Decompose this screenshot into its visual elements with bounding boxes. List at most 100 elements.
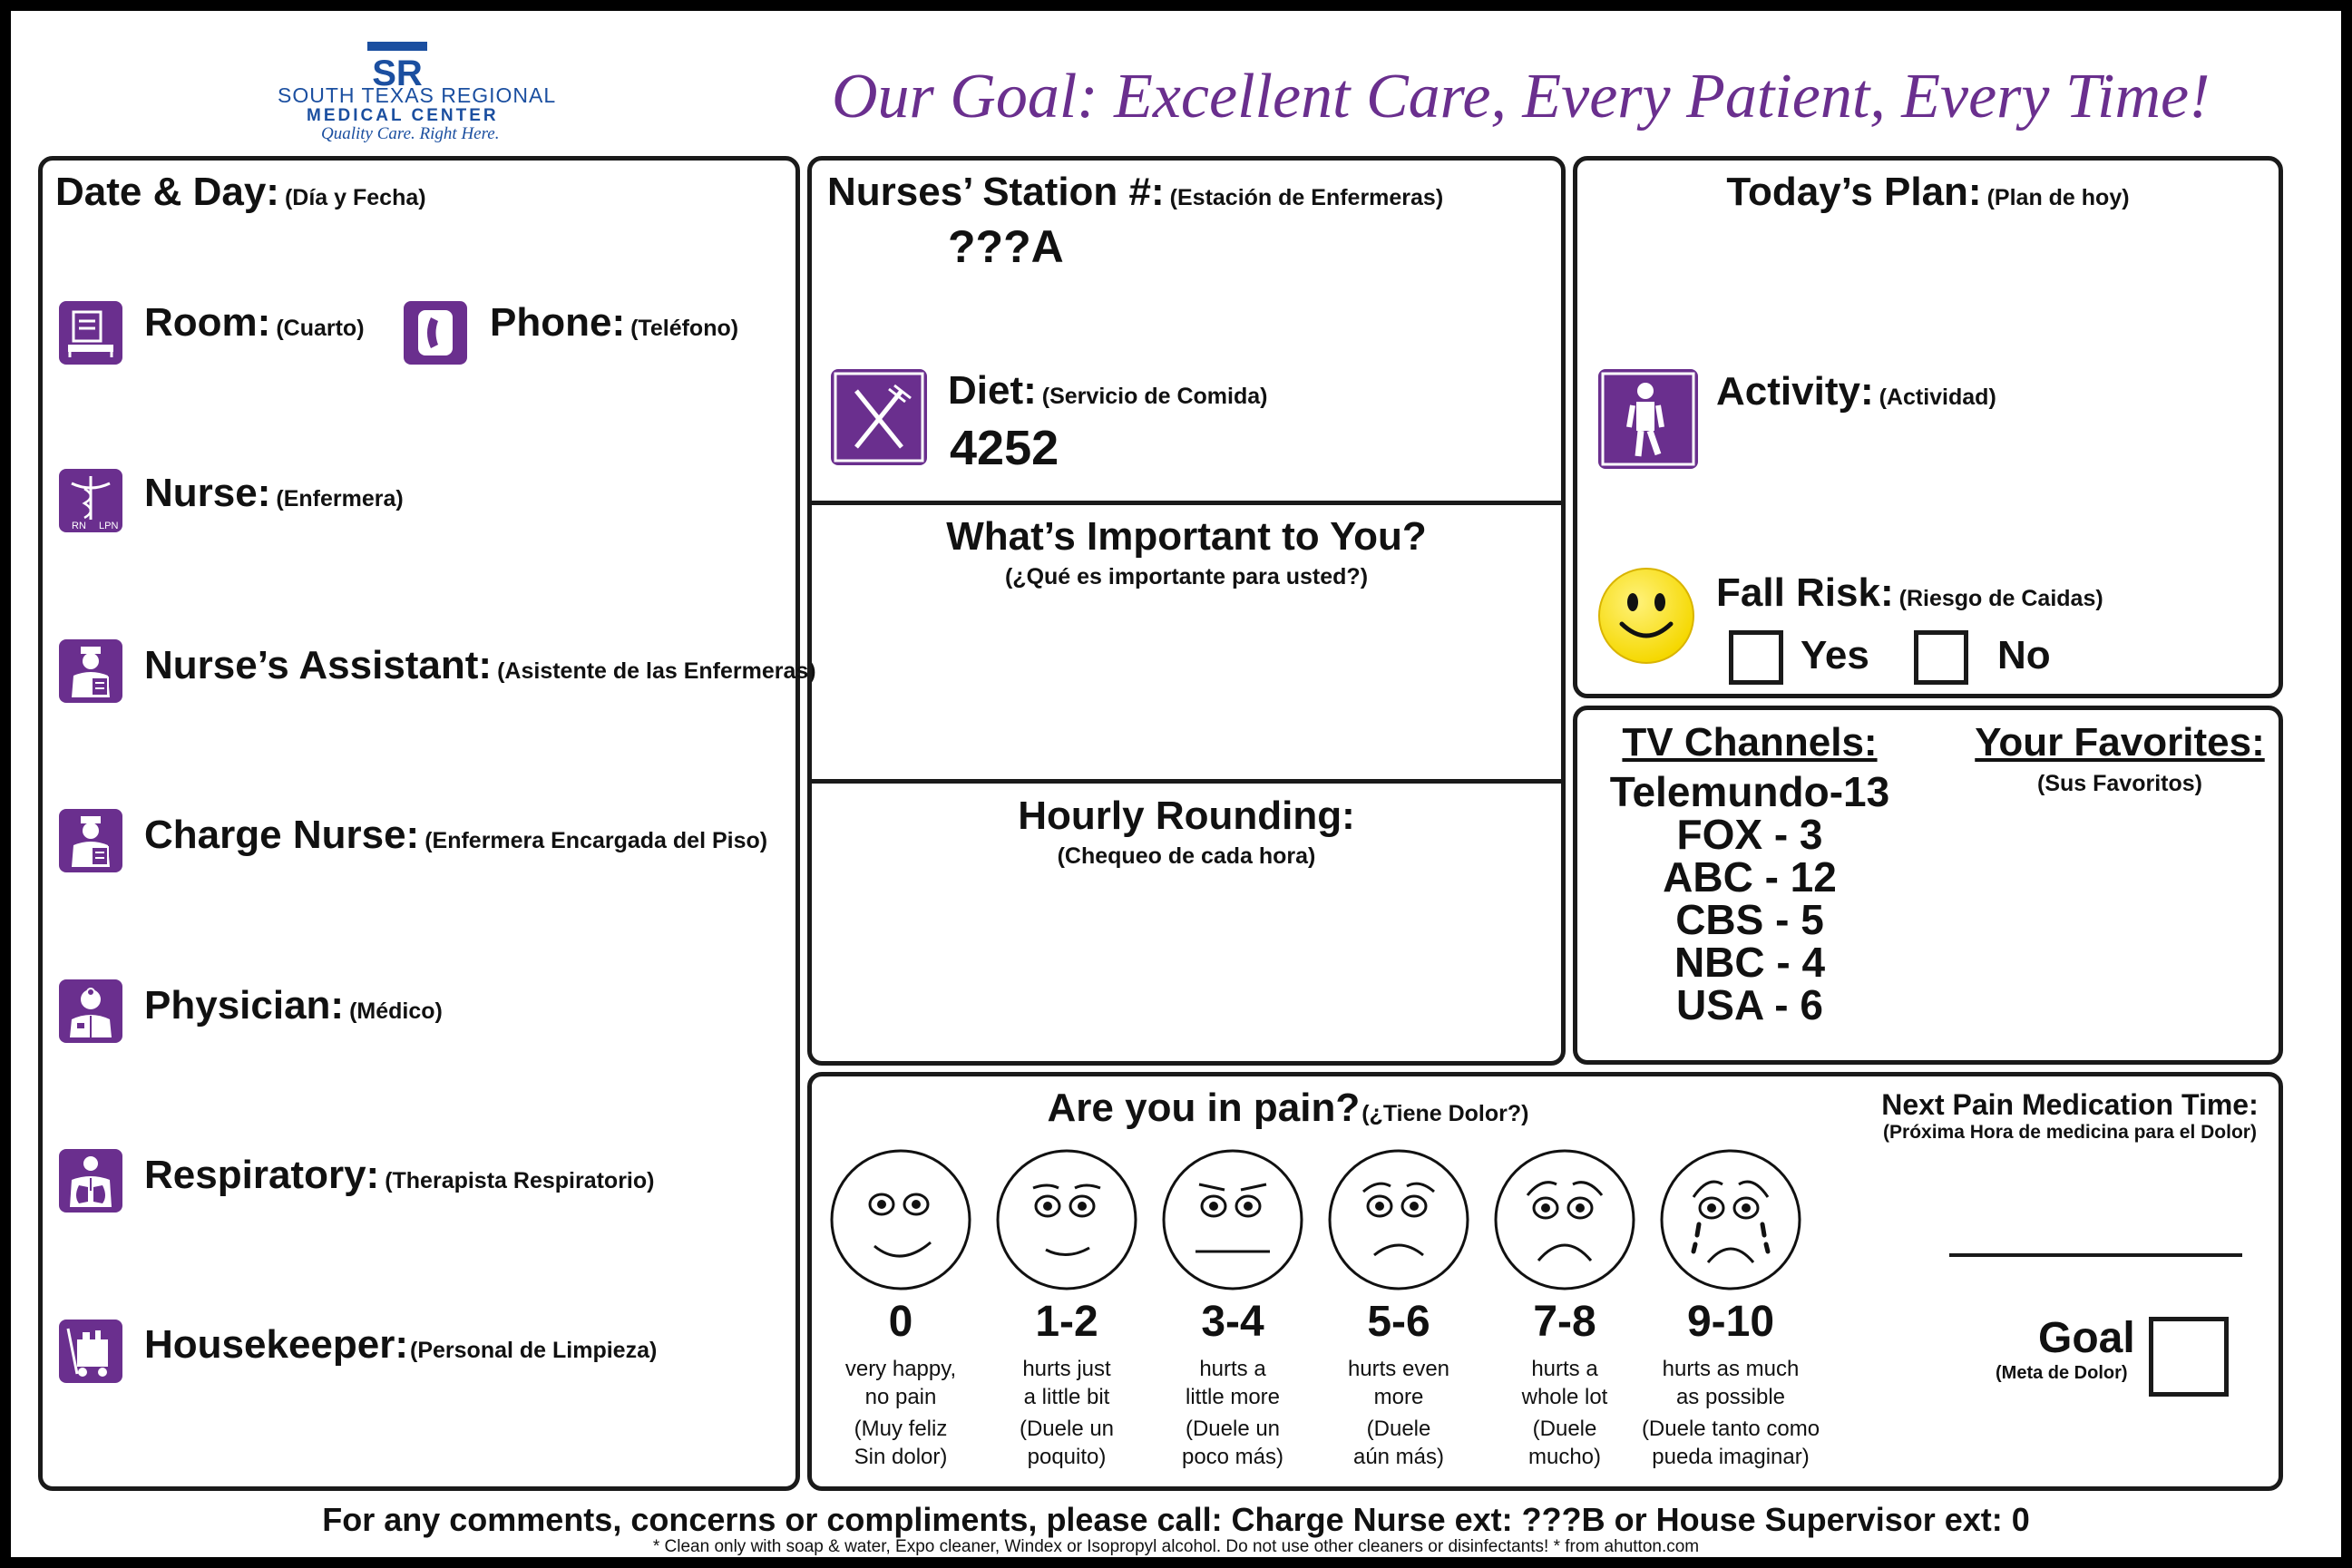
pain-desc-es-2: Sin dolor) bbox=[854, 1445, 948, 1469]
pain-desc-es-1: (Muy feliz bbox=[854, 1417, 948, 1441]
logo-tagline: Quality Care. Right Here. bbox=[321, 124, 500, 143]
nurses-station-field: Nurses’ Station #:(Estación de Enfermera… bbox=[827, 172, 1443, 212]
tv-channels-panel bbox=[1573, 706, 2283, 1065]
physician-field: Physician:(Médico) bbox=[144, 986, 443, 1026]
pain-level-number: 1-2 bbox=[1035, 1298, 1098, 1346]
goal-banner: Our Goal: Excellent Care, Every Patient,… bbox=[832, 62, 2210, 131]
respiratory-sub: (Therapista Respiratorio) bbox=[385, 1168, 655, 1193]
pain-desc-es-2: mucho) bbox=[1527, 1445, 1602, 1469]
pain-goal-sub: (Meta de Dolor) bbox=[1996, 1363, 2128, 1383]
nurses-station-label: Nurses’ Station #: bbox=[827, 170, 1165, 214]
next-pain-med-line bbox=[1949, 1253, 2242, 1257]
smiley-face-icon bbox=[1598, 568, 1694, 664]
pain-goal-box[interactable] bbox=[2149, 1317, 2229, 1397]
pain-desc-es-1: (Duele un bbox=[1019, 1417, 1115, 1441]
housekeeper-sub: (Personal de Limpieza) bbox=[410, 1338, 658, 1363]
pain-desc-en-1: hurts even bbox=[1347, 1357, 1450, 1381]
logo-line-2: MEDICAL CENTER bbox=[307, 106, 499, 125]
fall-risk-yes-checkbox[interactable] bbox=[1729, 630, 1783, 685]
diet-label: Diet: bbox=[948, 368, 1037, 413]
pain-level-number: 5-6 bbox=[1367, 1298, 1430, 1346]
pain-face-3-4-icon bbox=[1162, 1149, 1303, 1290]
date-day-label: Date & Day: bbox=[55, 170, 279, 214]
room-field: Room:(Cuarto) bbox=[144, 303, 365, 343]
nurse-label: Nurse: bbox=[144, 471, 271, 515]
physician-label: Physician: bbox=[144, 983, 345, 1027]
housekeeper-field: Housekeeper:(Personal de Limpieza) bbox=[144, 1325, 657, 1365]
your-favorites-sub: (Sus Favoritos) bbox=[2037, 771, 2202, 796]
activity-label: Activity: bbox=[1716, 369, 1874, 414]
hourly-rounding-title: Hourly Rounding: bbox=[1018, 794, 1355, 838]
activity-field: Activity:(Actividad) bbox=[1716, 372, 1996, 412]
footer-cleaning-note: * Clean only with soap & water, Expo cle… bbox=[652, 1537, 1700, 1556]
fall-risk-no-checkbox[interactable] bbox=[1914, 630, 1968, 685]
tv-channel-item: NBC - 4 bbox=[1674, 939, 1826, 986]
physician-sub: (Médico) bbox=[349, 998, 443, 1024]
nurses-assistant-icon bbox=[59, 639, 122, 703]
todays-plan-sub: (Plan de hoy) bbox=[1986, 185, 2130, 210]
hospital-bed-icon bbox=[59, 301, 122, 365]
pain-desc-en-2: as possible bbox=[1675, 1385, 1786, 1409]
station-diet-panel bbox=[807, 156, 1566, 1066]
your-favorites-title: Your Favorites: bbox=[1975, 720, 2265, 765]
pain-level-description: hurts as much as possible (Duele tanto c… bbox=[1640, 1355, 1821, 1471]
room-label: Room: bbox=[144, 300, 271, 345]
fall-risk-label: Fall Risk: bbox=[1716, 570, 1894, 615]
str-logo-mark-icon: SR bbox=[367, 42, 427, 91]
whats-important-sub: (¿Qué es importante para usted?) bbox=[1004, 564, 1369, 589]
divider bbox=[809, 779, 1564, 784]
pain-level-number: 3-4 bbox=[1201, 1298, 1264, 1346]
charge-nurse-icon bbox=[59, 809, 122, 872]
patient-care-team-panel bbox=[38, 156, 800, 1491]
cleaning-cart-icon bbox=[59, 1320, 122, 1383]
pain-desc-en-1: hurts as much bbox=[1662, 1357, 1800, 1381]
pain-desc-en-1: hurts just bbox=[1022, 1357, 1111, 1381]
pain-level-number: 0 bbox=[888, 1298, 913, 1346]
pain-face-5-6-icon bbox=[1328, 1149, 1469, 1290]
fall-risk-no-label: No bbox=[1997, 633, 2051, 677]
diet-field: Diet:(Servicio de Comida) bbox=[948, 371, 1267, 411]
pain-goal-label: Goal bbox=[2038, 1314, 2135, 1362]
pain-desc-es-1: (Duele bbox=[1366, 1417, 1431, 1441]
todays-plan-label: Today’s Plan: bbox=[1726, 170, 1982, 214]
logo-line-1: SOUTH TEXAS REGIONAL bbox=[278, 83, 557, 107]
pain-desc-en-1: hurts a bbox=[1199, 1357, 1266, 1381]
pain-desc-es-2: poco más) bbox=[1181, 1445, 1284, 1469]
pain-level-number: 9-10 bbox=[1686, 1298, 1775, 1346]
phone-sub: (Teléfono) bbox=[630, 316, 739, 341]
fall-risk-yes-label: Yes bbox=[1801, 633, 1869, 677]
nurses-station-value: ???A bbox=[948, 221, 1064, 272]
next-pain-med-title: Next Pain Medication Time: bbox=[1881, 1088, 2259, 1121]
tv-channel-item: CBS - 5 bbox=[1675, 896, 1824, 943]
fall-risk-field: Fall Risk:(Riesgo de Caidas) bbox=[1716, 573, 2103, 613]
pain-title: Are you in pain? bbox=[1047, 1086, 1361, 1130]
respiratory-field: Respiratory:(Therapista Respiratorio) bbox=[144, 1155, 654, 1195]
nurses-assistant-field: Nurse’s Assistant:(Asistente de las Enfe… bbox=[144, 646, 816, 686]
pain-face-1-2-icon bbox=[996, 1149, 1137, 1290]
pain-face-9-10-icon bbox=[1660, 1149, 1801, 1290]
pain-face-0-icon bbox=[830, 1149, 971, 1290]
phone-icon bbox=[404, 301, 467, 365]
date-day-field: Date & Day:(Día y Fecha) bbox=[55, 172, 426, 212]
pain-desc-es-1: (Duele bbox=[1532, 1417, 1597, 1441]
phone-label: Phone: bbox=[490, 300, 626, 345]
divider bbox=[809, 501, 1564, 505]
room-sub: (Cuarto) bbox=[276, 316, 365, 341]
pain-desc-es-2: aún más) bbox=[1352, 1445, 1445, 1469]
pain-desc-en-2: no pain bbox=[864, 1385, 937, 1409]
footer-contact-line: For any comments, concerns or compliment… bbox=[322, 1501, 2030, 1538]
nurse-field: Nurse:(Enfermera) bbox=[144, 473, 404, 513]
nurses-station-sub: (Estación de Enfermeras) bbox=[1169, 185, 1444, 210]
hourly-rounding-sub: (Chequeo de cada hora) bbox=[1057, 843, 1316, 869]
physician-icon bbox=[59, 979, 122, 1043]
pain-desc-en-2: more bbox=[1373, 1385, 1424, 1409]
nurses-assistant-label: Nurse’s Assistant: bbox=[144, 643, 493, 687]
activity-sub: (Actividad) bbox=[1879, 385, 1996, 410]
diet-sub: (Servicio de Comida) bbox=[1041, 384, 1268, 409]
charge-nurse-sub: (Enfermera Encargada del Piso) bbox=[425, 828, 768, 853]
pain-level-description: hurts a whole lot (Duele mucho) bbox=[1474, 1355, 1655, 1471]
housekeeper-label: Housekeeper: bbox=[144, 1322, 409, 1367]
pain-face-7-8-icon bbox=[1494, 1149, 1635, 1290]
pain-desc-en-2: little more bbox=[1185, 1385, 1281, 1409]
lungs-icon bbox=[59, 1149, 122, 1213]
